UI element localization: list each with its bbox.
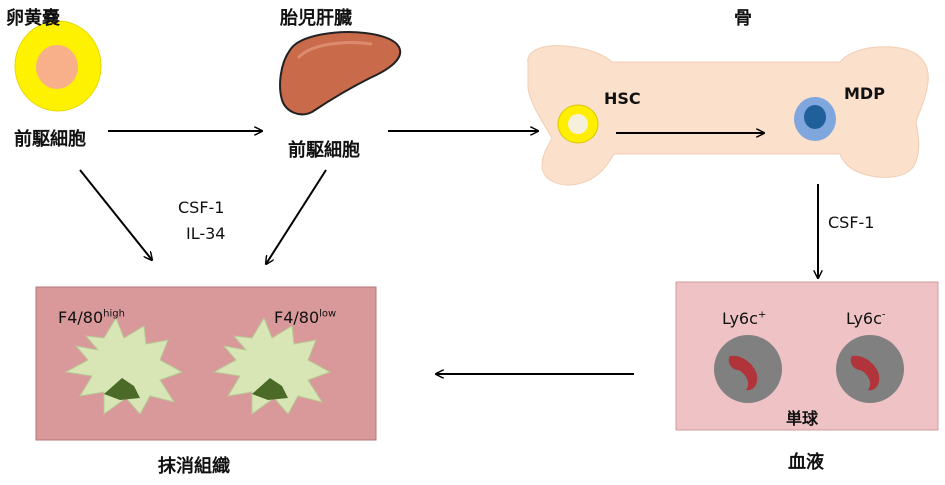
csf1-left-label: CSF-1 [178,198,225,217]
mdp-cell-icon [794,97,836,141]
hsc-cell-icon [557,104,599,144]
monocyte-label: 単球 [786,409,819,428]
il34-label: IL-34 [186,224,226,243]
arrow-liver-to-tissue [266,169,327,264]
ly6c-minus-label: Ly6c- [846,309,886,328]
fetal-liver-label: 胎児肝臓 [280,8,352,29]
hsc-label: HSC [604,89,641,108]
macrophage-high-icon [64,316,184,415]
f4-80-low-label: F4/80low [274,308,337,327]
arrow-yolk-to-tissue [79,169,152,260]
macrophage-low-icon [212,316,332,415]
f4-80-high-label: F4/80high [58,308,125,327]
ly6c-plus-label: Ly6c+ [722,309,767,328]
yolk-sac-icon [14,20,102,112]
bone-label: 骨 [734,8,752,29]
progenitor-label-yolk: 前駆細胞 [14,129,86,150]
monocyte-ly6c-plus-icon [714,335,782,403]
mdp-label: MDP [844,84,885,103]
blood-caption: 血液 [788,452,824,473]
yolk-sac-label: 卵黄嚢 [6,8,60,29]
monocyte-ly6c-minus-icon [836,335,904,403]
peripheral-tissue-caption: 抹消組織 [158,456,230,477]
bone-icon [527,45,929,186]
csf1-right-label: CSF-1 [828,213,875,232]
progenitor-label-liver: 前駆細胞 [288,140,360,161]
fetal-liver-icon [279,31,402,116]
